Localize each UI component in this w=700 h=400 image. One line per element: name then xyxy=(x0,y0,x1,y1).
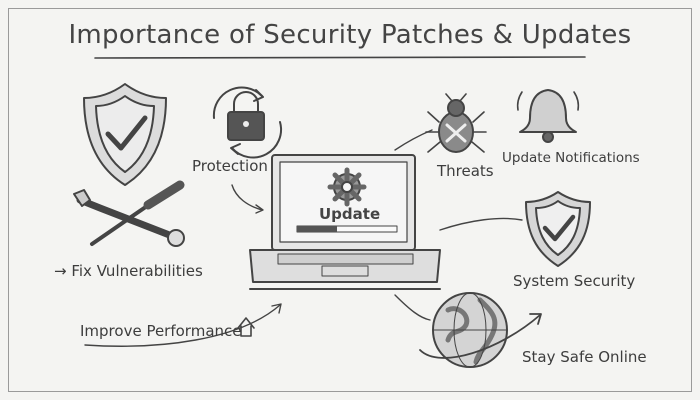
wrench-screwdriver-icon xyxy=(73,180,185,247)
label-improve-performance: Improve Performance xyxy=(80,322,242,340)
house-up-arrow-icon xyxy=(237,317,255,337)
label-protection: Protection xyxy=(192,157,268,175)
label-update: Update xyxy=(319,205,381,223)
arrow-performance-to-laptop xyxy=(84,304,281,347)
arrow-right-icon: → xyxy=(54,262,72,280)
label-fix-vulnerabilities: → Fix Vulnerabilities xyxy=(54,262,203,280)
title-underline xyxy=(94,56,586,59)
arrow-laptop-to-globe xyxy=(394,294,431,321)
label-fix-vulnerabilities-text: Fix Vulnerabilities xyxy=(71,262,203,280)
connector-laptop-to-shield xyxy=(439,217,523,231)
update-progress-fill xyxy=(297,226,337,232)
shield-check-icon-right xyxy=(525,191,591,267)
shield-check-icon xyxy=(83,83,167,186)
label-update-notifications: Update Notifications xyxy=(502,150,640,166)
gear-icon xyxy=(327,167,367,207)
globe-icon xyxy=(419,292,542,368)
arrow-protection-to-laptop xyxy=(231,184,263,211)
label-stay-safe-online: Stay Safe Online xyxy=(522,348,647,366)
picture-frame xyxy=(8,8,692,392)
bell-icon xyxy=(516,89,580,143)
bug-icon xyxy=(394,93,487,153)
page-title: Importance of Security Patches & Updates xyxy=(68,20,632,50)
label-threats: Threats xyxy=(437,162,494,180)
padlock-refresh-icon xyxy=(212,86,283,159)
label-system-security: System Security xyxy=(513,272,636,290)
